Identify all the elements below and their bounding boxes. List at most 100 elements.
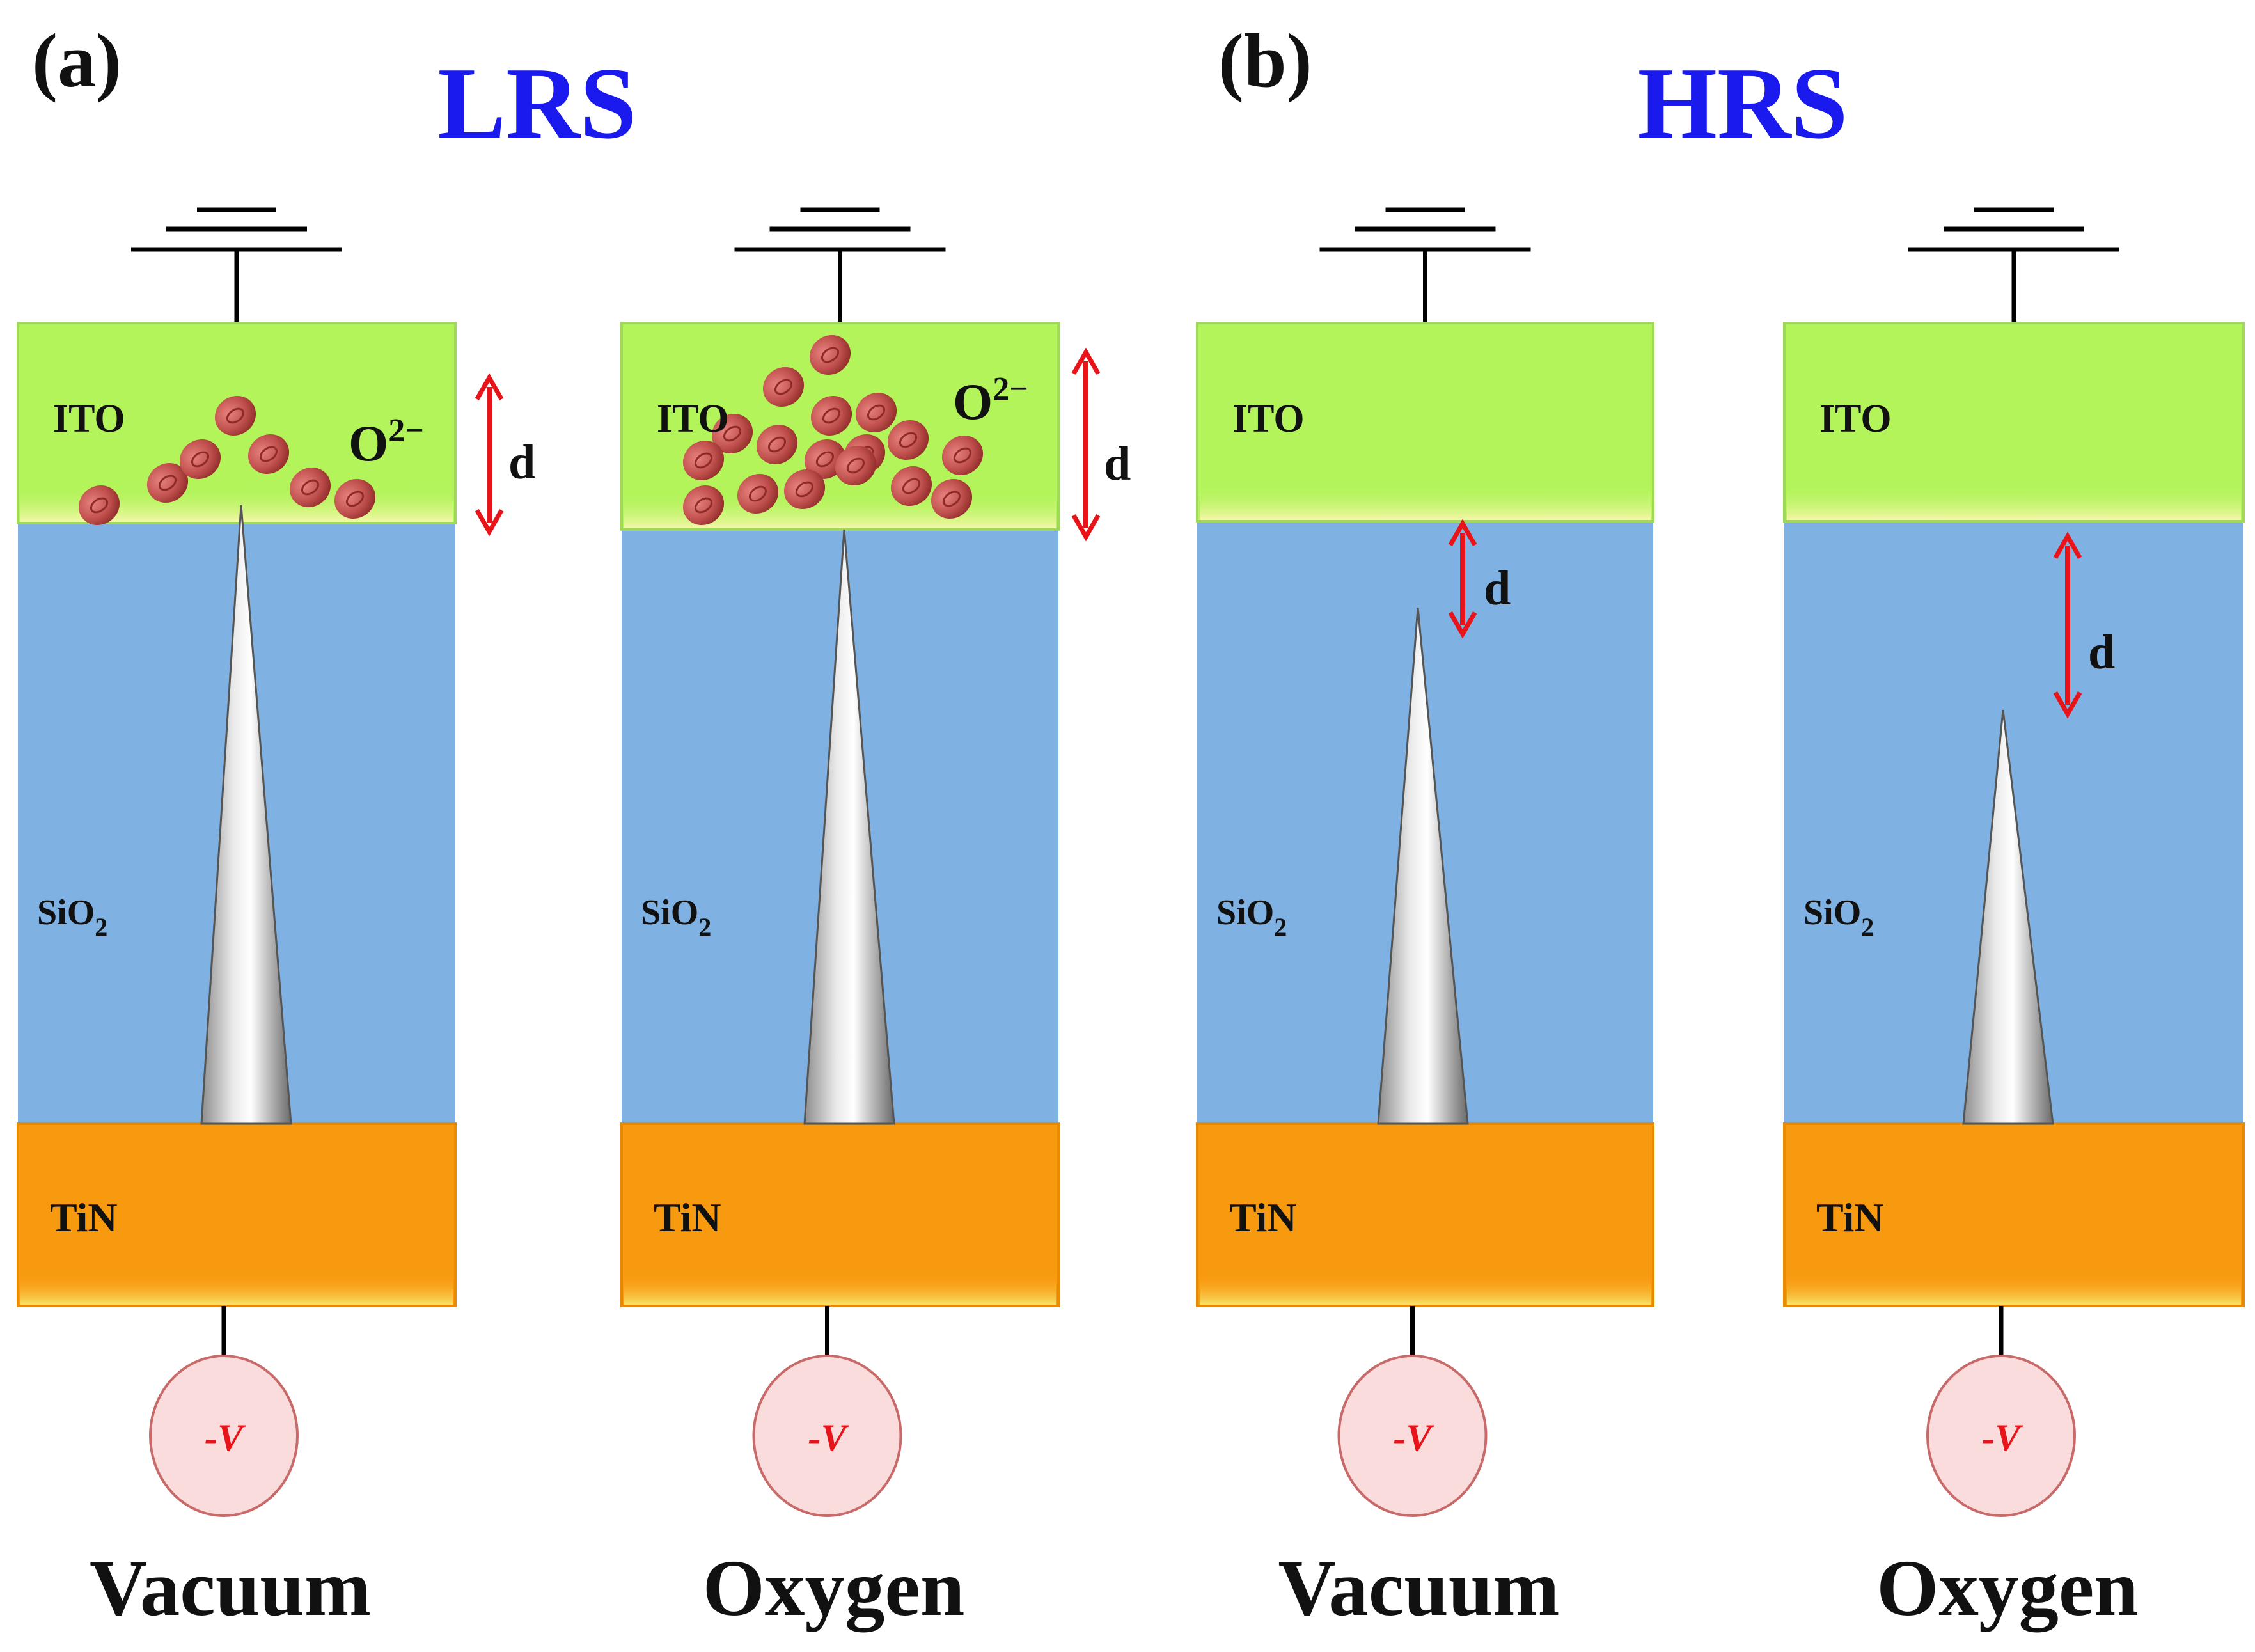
ion-body bbox=[809, 334, 851, 375]
voltage-source bbox=[149, 1355, 299, 1517]
panel-a-tag: (a) bbox=[32, 18, 122, 103]
oxygen-ion bbox=[809, 334, 851, 375]
voltage-source bbox=[1337, 1355, 1488, 1517]
ion-body bbox=[762, 366, 805, 407]
sio2-subscript: 2 bbox=[95, 913, 107, 941]
ion-ring bbox=[90, 497, 109, 514]
environment-label: Oxygen bbox=[1876, 1545, 2139, 1633]
oxygen-ion bbox=[682, 440, 725, 481]
ion-body bbox=[783, 469, 826, 510]
gap-label: d bbox=[1104, 437, 1131, 491]
ion-ring bbox=[158, 475, 177, 491]
ion-body bbox=[737, 473, 779, 514]
ion-body bbox=[941, 435, 984, 476]
tin-glow bbox=[624, 1274, 1056, 1305]
sio2-subscript: 2 bbox=[1861, 913, 1874, 941]
oxygen-ion bbox=[737, 473, 779, 514]
environment-label: Oxygen bbox=[703, 1545, 965, 1633]
filament-cone bbox=[1962, 709, 2054, 1125]
ion-ring bbox=[774, 379, 793, 395]
tin-glow bbox=[1200, 1274, 1651, 1305]
ion-ring bbox=[191, 451, 210, 468]
panel-b-title: HRS bbox=[1638, 46, 1848, 160]
ion-charge: 2− bbox=[388, 413, 424, 449]
environment-label: Vacuum bbox=[90, 1545, 371, 1633]
oxygen-ion bbox=[890, 466, 932, 507]
devices: O2−ITOSiO2TiNd-VVacuumO2−ITOSiO2TiNd-VOx… bbox=[17, 207, 2245, 1633]
voltage-source bbox=[1926, 1355, 2076, 1517]
ion-ring bbox=[694, 497, 713, 514]
ion-ring bbox=[815, 451, 835, 468]
oxygen-ion bbox=[835, 445, 877, 486]
ion-body bbox=[855, 392, 897, 433]
oxygen-ion bbox=[214, 395, 256, 436]
panel-a-title: LRS bbox=[437, 46, 636, 160]
gap-label: d bbox=[1484, 562, 1511, 615]
oxygen-ion bbox=[78, 485, 120, 526]
ion-body bbox=[931, 478, 973, 519]
ito-label: ITO bbox=[1819, 397, 1892, 441]
oxygen-ion bbox=[334, 478, 376, 519]
ion-body bbox=[179, 439, 221, 480]
gap-label: d bbox=[508, 436, 535, 489]
ion-body bbox=[682, 485, 725, 526]
ion-ring bbox=[767, 436, 787, 453]
oxygen-ion bbox=[146, 462, 189, 503]
ion-ring bbox=[345, 491, 365, 507]
source-label: -V bbox=[1394, 1417, 1435, 1459]
ito-label: ITO bbox=[1232, 397, 1305, 441]
gap-label: d bbox=[2088, 625, 2115, 679]
oxygen-ion bbox=[289, 467, 331, 508]
tin-label: TiN bbox=[1229, 1195, 1297, 1240]
ion-body bbox=[887, 420, 929, 460]
ito-glow bbox=[1200, 483, 1651, 520]
ion-ring bbox=[748, 485, 767, 502]
ion-body bbox=[78, 485, 120, 526]
ion-ring bbox=[694, 452, 713, 469]
oxygen-ion bbox=[941, 435, 984, 476]
ion-body bbox=[711, 413, 753, 454]
filament-cone bbox=[200, 505, 292, 1125]
oxygen-ion bbox=[179, 439, 221, 480]
filament-cone bbox=[1377, 607, 1469, 1125]
panel-b-tag: (b) bbox=[1218, 18, 1312, 103]
source-label: -V bbox=[1982, 1417, 2023, 1459]
ion-body bbox=[756, 424, 798, 465]
oxygen-ion bbox=[931, 478, 973, 519]
ion-body bbox=[289, 467, 331, 508]
ion-ring bbox=[953, 447, 972, 464]
ion-body bbox=[804, 439, 846, 480]
oxygen-ion bbox=[887, 420, 929, 460]
ion-ring bbox=[723, 425, 742, 442]
ion-body bbox=[890, 466, 932, 507]
ion-ring bbox=[259, 446, 278, 462]
ion-ring bbox=[821, 347, 840, 363]
ion-ring bbox=[795, 481, 814, 498]
sio2-subscript: 2 bbox=[698, 913, 711, 941]
oxygen-ion bbox=[804, 439, 846, 480]
ion-ring bbox=[942, 491, 961, 507]
ion-body bbox=[214, 395, 256, 436]
ion-body bbox=[835, 445, 877, 486]
ion-ring bbox=[867, 404, 886, 421]
oxygen-ion bbox=[756, 424, 798, 465]
ion-body bbox=[146, 462, 189, 503]
ion-ring bbox=[226, 407, 245, 424]
ion-body bbox=[334, 478, 376, 519]
source-label: -V bbox=[808, 1417, 850, 1459]
oxygen-ion bbox=[783, 469, 826, 510]
tin-label: TiN bbox=[1816, 1195, 1884, 1240]
tin-label: TiN bbox=[50, 1195, 118, 1240]
tin-glow bbox=[20, 1274, 453, 1305]
oxygen-ion bbox=[682, 485, 725, 526]
ion-body bbox=[810, 395, 852, 436]
ion-ring bbox=[301, 479, 320, 496]
oxygen-ion bbox=[762, 366, 805, 407]
oxygen-ion bbox=[711, 413, 753, 454]
ion-ring bbox=[822, 407, 841, 424]
source-label: -V bbox=[205, 1417, 246, 1459]
